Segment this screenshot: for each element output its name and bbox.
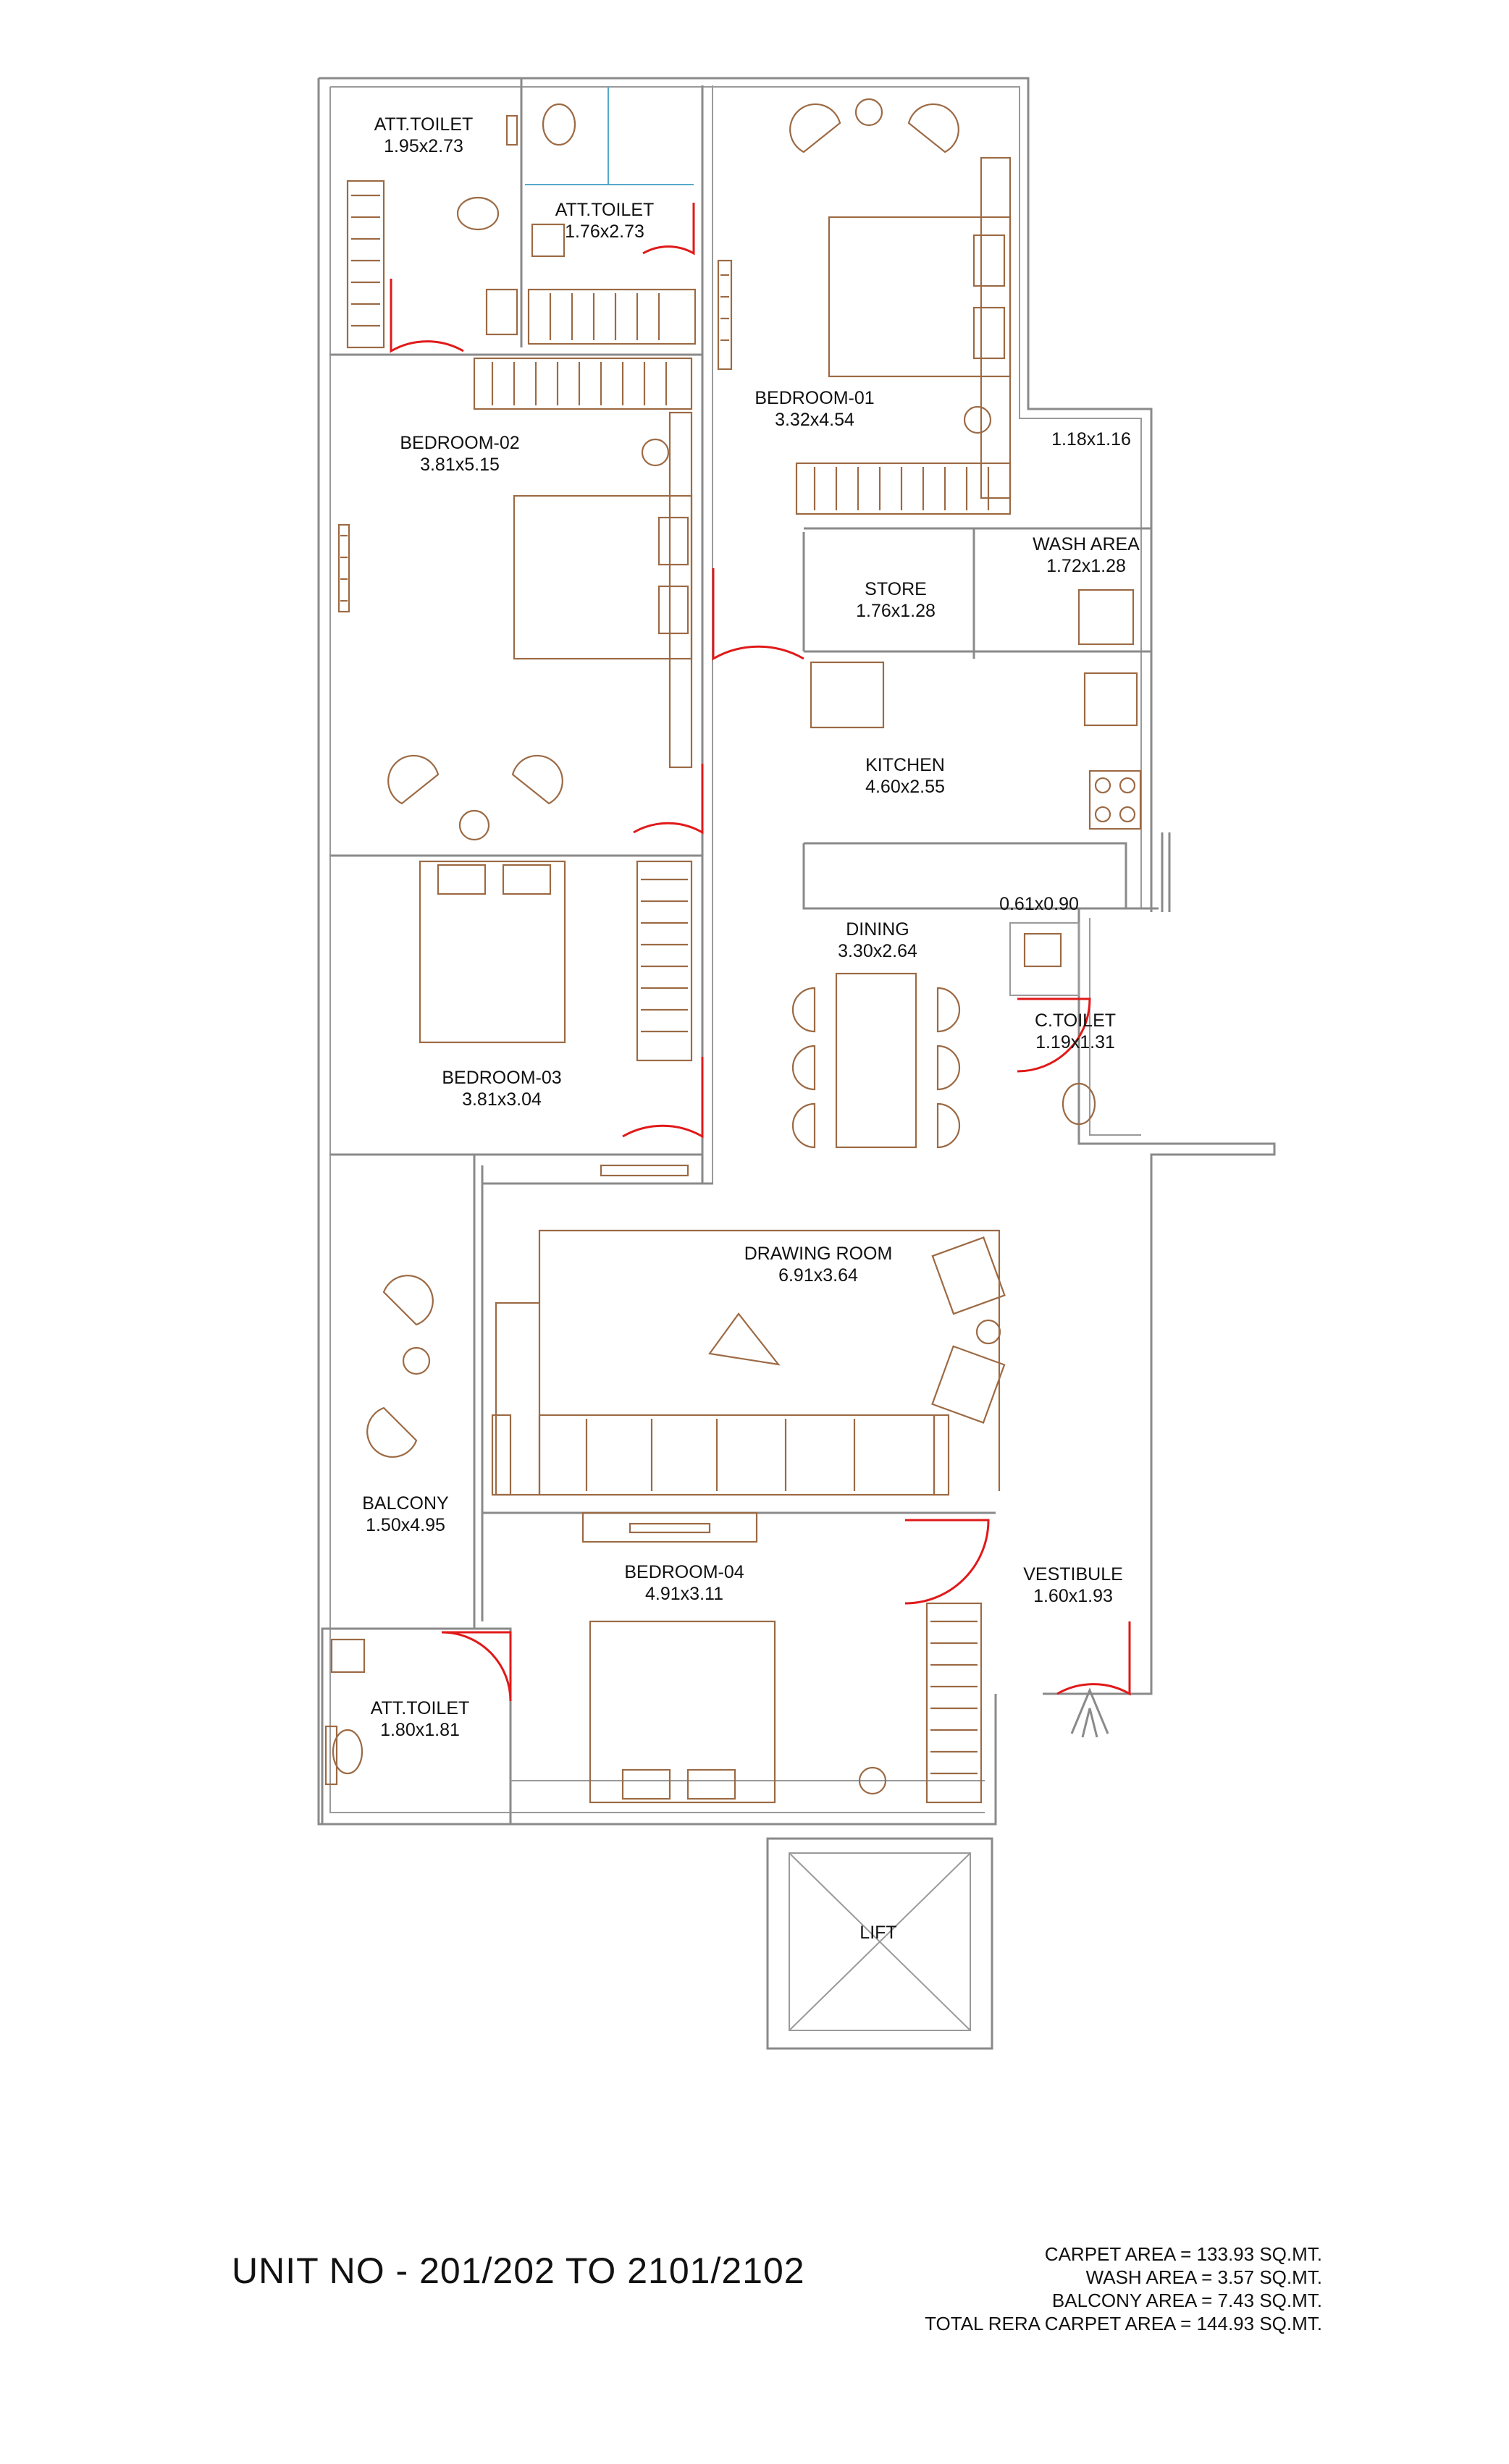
bed-2-icon xyxy=(513,494,693,660)
total-rera-carpet-area: TOTAL RERA CARPET AREA = 144.93 SQ.MT. xyxy=(925,2313,1322,2334)
room-labels: ATT.TOILET 1.95x2.73 ATT.TOILET 1.76x2.7… xyxy=(362,114,1140,1943)
drawing-room-dim: 6.91x3.64 xyxy=(778,1265,858,1286)
wash-area-dim: 1.72x1.28 xyxy=(1046,556,1126,576)
c-toilet-dim: 1.19x1.31 xyxy=(1035,1032,1115,1052)
kitchen-name: KITCHEN xyxy=(865,755,945,775)
att-toilet-1-dim: 1.95x2.73 xyxy=(384,136,463,156)
bedroom-02-dim: 3.81x5.15 xyxy=(420,455,500,475)
bedroom-04-name: BEDROOM-04 xyxy=(624,1562,744,1582)
dining-table-icon xyxy=(835,972,917,1149)
bedroom-01-dim: 3.32x4.54 xyxy=(775,410,854,430)
glass-partitions xyxy=(525,87,694,185)
bed-3-icon xyxy=(419,860,566,1044)
lift-shaft xyxy=(766,1837,993,2050)
washer-icon xyxy=(1077,588,1135,646)
bedroom-04-dim: 4.91x3.11 xyxy=(645,1584,723,1604)
utility-dim: 1.18x1.16 xyxy=(1051,429,1131,450)
basin-1-icon xyxy=(485,288,518,336)
bed-1-icon xyxy=(828,216,1012,378)
wc-3-icon xyxy=(1062,1082,1096,1126)
armchair-icon xyxy=(387,754,440,805)
wardrobe-hatch-1 xyxy=(351,194,380,327)
att-toilet-2-dim: 1.76x2.73 xyxy=(565,221,644,242)
vestibule-name: VESTIBULE xyxy=(1023,1564,1123,1585)
sink-icon xyxy=(1083,672,1138,727)
vestibule-dim: 1.60x1.93 xyxy=(1033,1586,1113,1606)
balcony-area-total: BALCONY AREA = 7.43 SQ.MT. xyxy=(1051,2290,1322,2311)
att-toilet-1-name: ATT.TOILET xyxy=(374,114,474,135)
wash-area-total: WASH AREA = 3.57 SQ.MT. xyxy=(1085,2266,1322,2288)
bedroom-03-name: BEDROOM-03 xyxy=(442,1068,561,1088)
fridge-icon xyxy=(810,661,885,729)
unit-title: UNIT NO - 201/202 TO 2101/2102 xyxy=(232,2250,805,2291)
wash-area-name: WASH AREA xyxy=(1033,534,1140,554)
furniture xyxy=(324,98,1142,1804)
att-toilet-3-dim: 1.80x1.81 xyxy=(380,1720,460,1740)
hob-icon xyxy=(1088,769,1142,830)
kitchen-dim: 4.60x2.55 xyxy=(865,777,945,797)
bedroom-01-name: BEDROOM-01 xyxy=(754,388,874,408)
att-toilet-2-name: ATT.TOILET xyxy=(555,200,655,220)
area-summary: CARPET AREA = 133.93 SQ.MT. WASH AREA = … xyxy=(925,2243,1322,2335)
walls xyxy=(317,77,1276,1826)
basin-2-icon xyxy=(531,223,566,258)
dining-dim: 3.30x2.64 xyxy=(838,941,917,961)
drawing-room-name: DRAWING ROOM xyxy=(744,1244,893,1264)
coffee-table-icon xyxy=(708,1312,781,1366)
duct-dim: 0.61x0.90 xyxy=(999,894,1079,914)
carpet-area: CARPET AREA = 133.93 SQ.MT. xyxy=(1044,2243,1322,2265)
wc-4-icon xyxy=(332,1729,363,1775)
lift-name: LIFT xyxy=(859,1923,896,1943)
att-toilet-3-name: ATT.TOILET xyxy=(371,1698,470,1718)
wc-2-icon xyxy=(542,103,576,146)
entry-arrow-icon xyxy=(1070,1687,1109,1738)
balcony-dim: 1.50x4.95 xyxy=(366,1515,445,1535)
door-swings xyxy=(390,203,1131,1702)
store-name: STORE xyxy=(865,579,927,599)
store-dim: 1.76x1.28 xyxy=(856,601,936,621)
bedroom-02-name: BEDROOM-02 xyxy=(400,433,519,453)
wc-1-icon xyxy=(456,196,500,231)
bedroom-03-dim: 3.81x3.04 xyxy=(462,1089,542,1110)
dining-name: DINING xyxy=(846,919,909,940)
c-toilet-name: C.TOILET xyxy=(1035,1011,1116,1031)
balcony-name: BALCONY xyxy=(362,1493,449,1514)
bed-4-icon xyxy=(589,1620,776,1804)
